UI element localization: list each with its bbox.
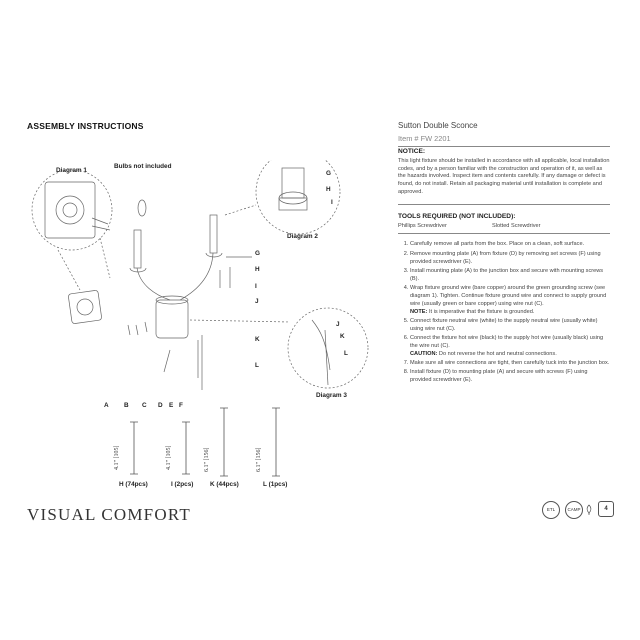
bulbs-label: Bulbs not included — [114, 163, 172, 170]
bulb-symbol-icon — [586, 503, 592, 515]
camp-badge-icon: CAMP — [565, 501, 583, 519]
steps-list: Carefully remove all parts from the box.… — [398, 241, 610, 385]
diagram3-letter: K — [340, 333, 345, 340]
rod-label: I (2pcs) — [171, 481, 194, 488]
part-letter: C — [142, 402, 147, 409]
caution-label: CAUTION: — [410, 350, 438, 357]
part-letter: B — [124, 402, 129, 409]
step-item: Connect the fixture hot wire (black) to … — [410, 335, 610, 358]
callout-letter: L — [255, 362, 259, 369]
tool-item: Slotted Screwdriver — [492, 222, 541, 229]
tool-item: Phillips Screwdriver — [398, 222, 447, 229]
rod-l: 6.1" [156] — [256, 406, 286, 478]
diagram1-label: Diagram 1 — [56, 167, 87, 174]
diagram3-label: Diagram 3 — [316, 392, 347, 399]
rod-i: 4.1" [105] — [166, 420, 196, 476]
step-item: Wrap fixture ground wire (bare copper) a… — [410, 285, 610, 316]
step-item: Make sure all wire connections are tight… — [410, 360, 610, 368]
diagram2-letter: H — [326, 186, 331, 193]
step-item: Carefully remove all parts from the box.… — [410, 241, 610, 249]
part-letter: D — [158, 402, 163, 409]
brand-logo: VISUAL COMFORT — [27, 505, 191, 524]
notice-text: This light fixture should be installed i… — [398, 157, 610, 195]
diagram1-circle — [31, 169, 113, 251]
diagram3-letter: J — [336, 321, 340, 328]
mounting-plate — [68, 290, 102, 324]
notice-title: NOTICE: — [398, 148, 426, 155]
diagram2-letter: I — [331, 199, 333, 206]
junction-plate — [44, 181, 96, 239]
diagram2-label: Diagram 2 — [287, 233, 318, 240]
part-letter: A — [104, 402, 109, 409]
callout-letter: K — [255, 336, 260, 343]
callout-letter: H — [255, 266, 260, 273]
etl-badge-icon: ETL — [542, 501, 560, 519]
tools-title: TOOLS REQUIRED (NOT INCLUDED): — [398, 212, 516, 220]
item-number: Item # FW 2201 — [398, 134, 451, 143]
rod-h: 4.1" [105] — [114, 420, 144, 476]
fixture-body — [155, 299, 189, 339]
tools-list: Phillips Screwdriver Slotted Screwdriver — [398, 223, 610, 231]
assembly-diagram — [30, 160, 370, 420]
note-label: NOTE: — [410, 308, 428, 315]
callout-letter: J — [255, 298, 259, 305]
product-name: Sutton Double Sconce — [398, 121, 478, 130]
diagram3-letter: L — [344, 350, 348, 357]
rod-k: 6.1" [156] — [204, 406, 234, 478]
candle-right — [209, 214, 218, 254]
rod-label: L (1pcs) — [263, 481, 288, 488]
bulb-icon — [137, 199, 147, 217]
step-item: Install fixture (D) to mounting plate (A… — [410, 369, 610, 385]
diagram3-circle — [287, 307, 369, 389]
part-letter: F — [179, 402, 183, 409]
callout-letter: I — [255, 283, 257, 290]
step-item: Connect fixture neutral wire (white) to … — [410, 318, 610, 334]
bulb-count-badge: 4 — [598, 501, 614, 517]
note-text: It is imperative that the fixture is gro… — [428, 308, 535, 315]
step-item: Remove mounting plate (A) from fixture (… — [410, 251, 610, 267]
step-item: Install mounting plate (A) to the juncti… — [410, 268, 610, 284]
rod-label: K (44pcs) — [210, 481, 239, 488]
caution-text: Do not reverse the hot and neutral conne… — [438, 350, 557, 357]
assembly-instructions-title: ASSEMBLY INSTRUCTIONS — [27, 121, 144, 131]
instructions-column: Sutton Double Sconce Item # FW 2201 NOTI… — [398, 121, 610, 387]
diagram2-letter: G — [326, 170, 331, 177]
diagram2-circle — [255, 160, 341, 235]
rod-label: H (74pcs) — [119, 481, 148, 488]
callout-letter: G — [255, 250, 260, 257]
part-letter: E — [169, 402, 174, 409]
candle-left — [133, 229, 142, 269]
